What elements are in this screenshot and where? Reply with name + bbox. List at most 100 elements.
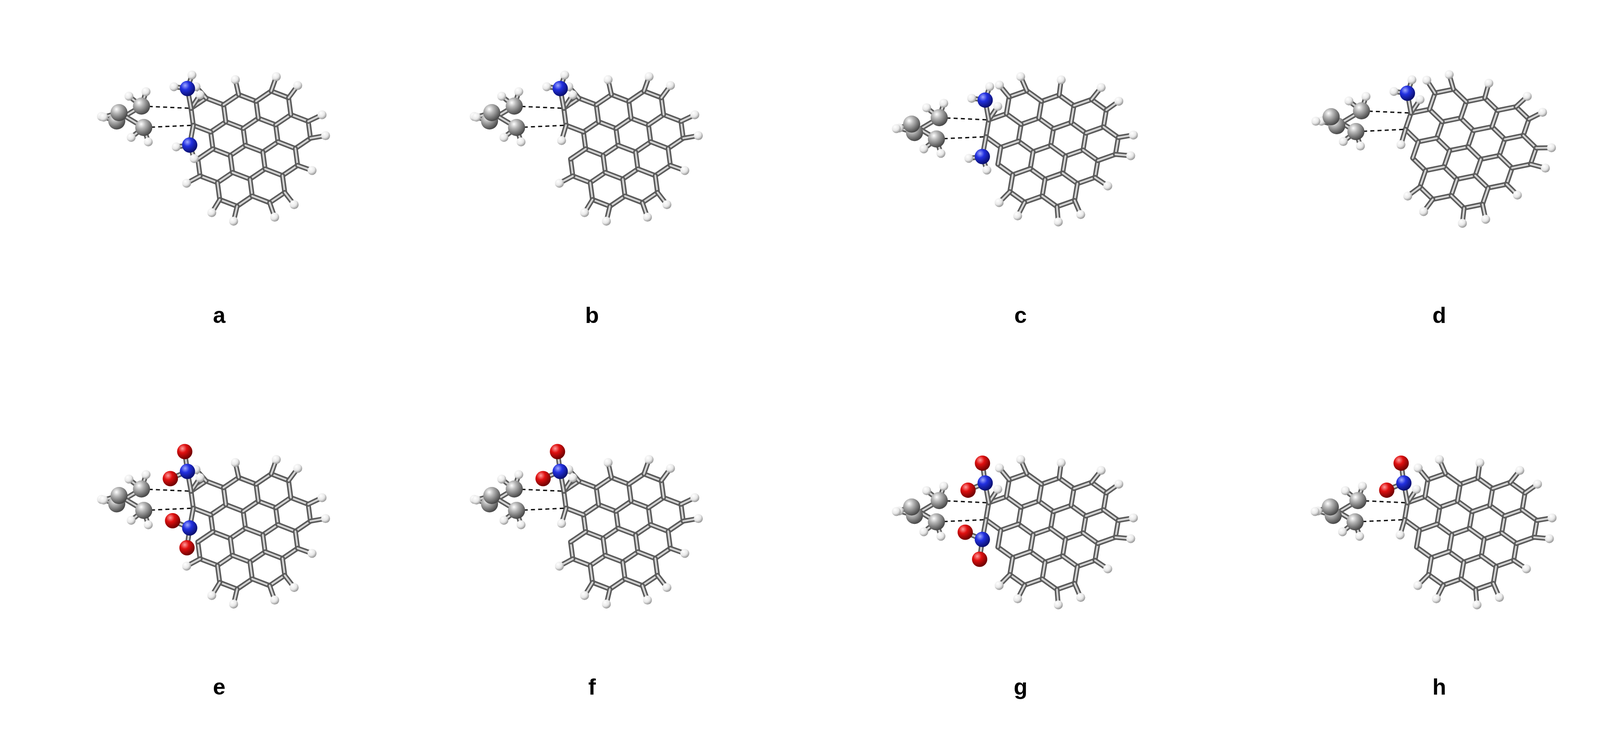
bond-stick (206, 98, 224, 105)
atom-sphere (927, 130, 945, 148)
bond-stick (1534, 519, 1537, 537)
bond-highlight (243, 500, 259, 511)
bond-stick (193, 125, 211, 132)
bond-stick (590, 564, 593, 583)
bond-stick (637, 551, 656, 559)
bond-stick (642, 192, 658, 203)
bond-highlight (237, 578, 253, 589)
bond-stick (1071, 105, 1074, 123)
bond-stick (648, 124, 651, 142)
bond-stick (596, 104, 599, 123)
bond-highlight (1041, 477, 1060, 484)
bond-highlight (622, 551, 638, 562)
atom-sphere (1016, 72, 1026, 82)
bond-stick (1030, 168, 1045, 180)
atom-sphere (499, 132, 509, 142)
bond-stick (237, 578, 253, 589)
bond-highlight (1021, 500, 1039, 507)
atom-sphere (143, 137, 153, 147)
bond-stick (618, 528, 636, 535)
bond-highlight (249, 168, 266, 180)
bond-highlight (1428, 557, 1432, 575)
bond-stick (1033, 145, 1051, 152)
bond-highlight (611, 94, 629, 102)
bond-highlight (262, 151, 266, 169)
bond-highlight (249, 561, 253, 579)
bond-highlight (1429, 109, 1443, 123)
bond-highlight (1523, 119, 1529, 136)
bond-stick (1412, 158, 1426, 171)
bond-highlight (225, 504, 244, 511)
bond-highlight (596, 477, 612, 488)
bond-stick (217, 564, 220, 583)
bond-highlight (628, 90, 645, 102)
bond-stick (1437, 523, 1452, 535)
bond-stick (1468, 130, 1474, 147)
bond-stick (206, 480, 224, 488)
bond-highlight (1083, 149, 1099, 161)
bond-highlight (1442, 117, 1461, 122)
bond-highlight (1062, 172, 1078, 184)
atom-sphere (110, 103, 128, 122)
bond-highlight (1033, 528, 1051, 535)
bond-highlight (262, 141, 279, 153)
bond-stick (223, 94, 240, 105)
bond-stick (611, 94, 629, 102)
atom-sphere (293, 81, 303, 91)
bond-highlight (230, 155, 233, 173)
atom-sphere (271, 72, 281, 82)
bond-highlight (596, 487, 599, 505)
bond-stick (637, 168, 656, 176)
bond-highlight (1006, 113, 1022, 125)
bond-highlight (637, 551, 656, 559)
atom-sphere (974, 149, 990, 165)
atom-sphere (143, 519, 153, 529)
bond-stick (238, 477, 257, 484)
bond-highlight (585, 531, 604, 538)
bond-stick (596, 487, 599, 505)
bond-stick (1484, 532, 1502, 539)
bond-highlight (681, 503, 684, 521)
atom-sphere (891, 506, 901, 516)
atom-sphere (1403, 191, 1413, 201)
bond-highlight (232, 555, 251, 562)
bond-stick (1098, 537, 1116, 544)
atom-sphere (271, 454, 281, 464)
bond-stick (681, 121, 684, 139)
bond-stick (603, 537, 606, 556)
atom-sphere (1513, 190, 1523, 200)
atom-sphere (1399, 85, 1415, 101)
bond-highlight (290, 497, 309, 505)
bond-stick (1489, 488, 1493, 506)
bond-highlight (1489, 488, 1493, 506)
atom-sphere (1103, 564, 1113, 574)
bond-highlight (256, 483, 259, 502)
atom-sphere (289, 582, 299, 592)
bond-stick (1435, 89, 1454, 93)
atom-sphere (99, 112, 109, 122)
bond-stick (1000, 523, 1019, 530)
bond-highlight (1464, 203, 1483, 208)
atom-sphere (1352, 102, 1370, 120)
bond-stick (650, 524, 669, 532)
bond-highlight (197, 541, 200, 559)
bond-highlight (1071, 122, 1086, 134)
bond-highlight (190, 108, 194, 126)
atom-sphere (974, 531, 990, 547)
bond-stick (1419, 523, 1438, 530)
bond-stick (985, 119, 989, 137)
bond-highlight (275, 497, 291, 508)
bond-highlight (1009, 191, 1025, 203)
bond-stick (1496, 560, 1514, 567)
bond-highlight (1065, 149, 1084, 157)
atom-sphere (555, 178, 565, 188)
bond-stick (275, 114, 291, 126)
bond-stick (1472, 505, 1490, 512)
bond-stick (275, 497, 291, 508)
bond-highlight (1475, 159, 1481, 176)
atom-sphere (471, 495, 481, 505)
bond-highlight (1448, 551, 1464, 562)
bond-highlight (1030, 151, 1033, 169)
bond-stick (269, 574, 285, 586)
